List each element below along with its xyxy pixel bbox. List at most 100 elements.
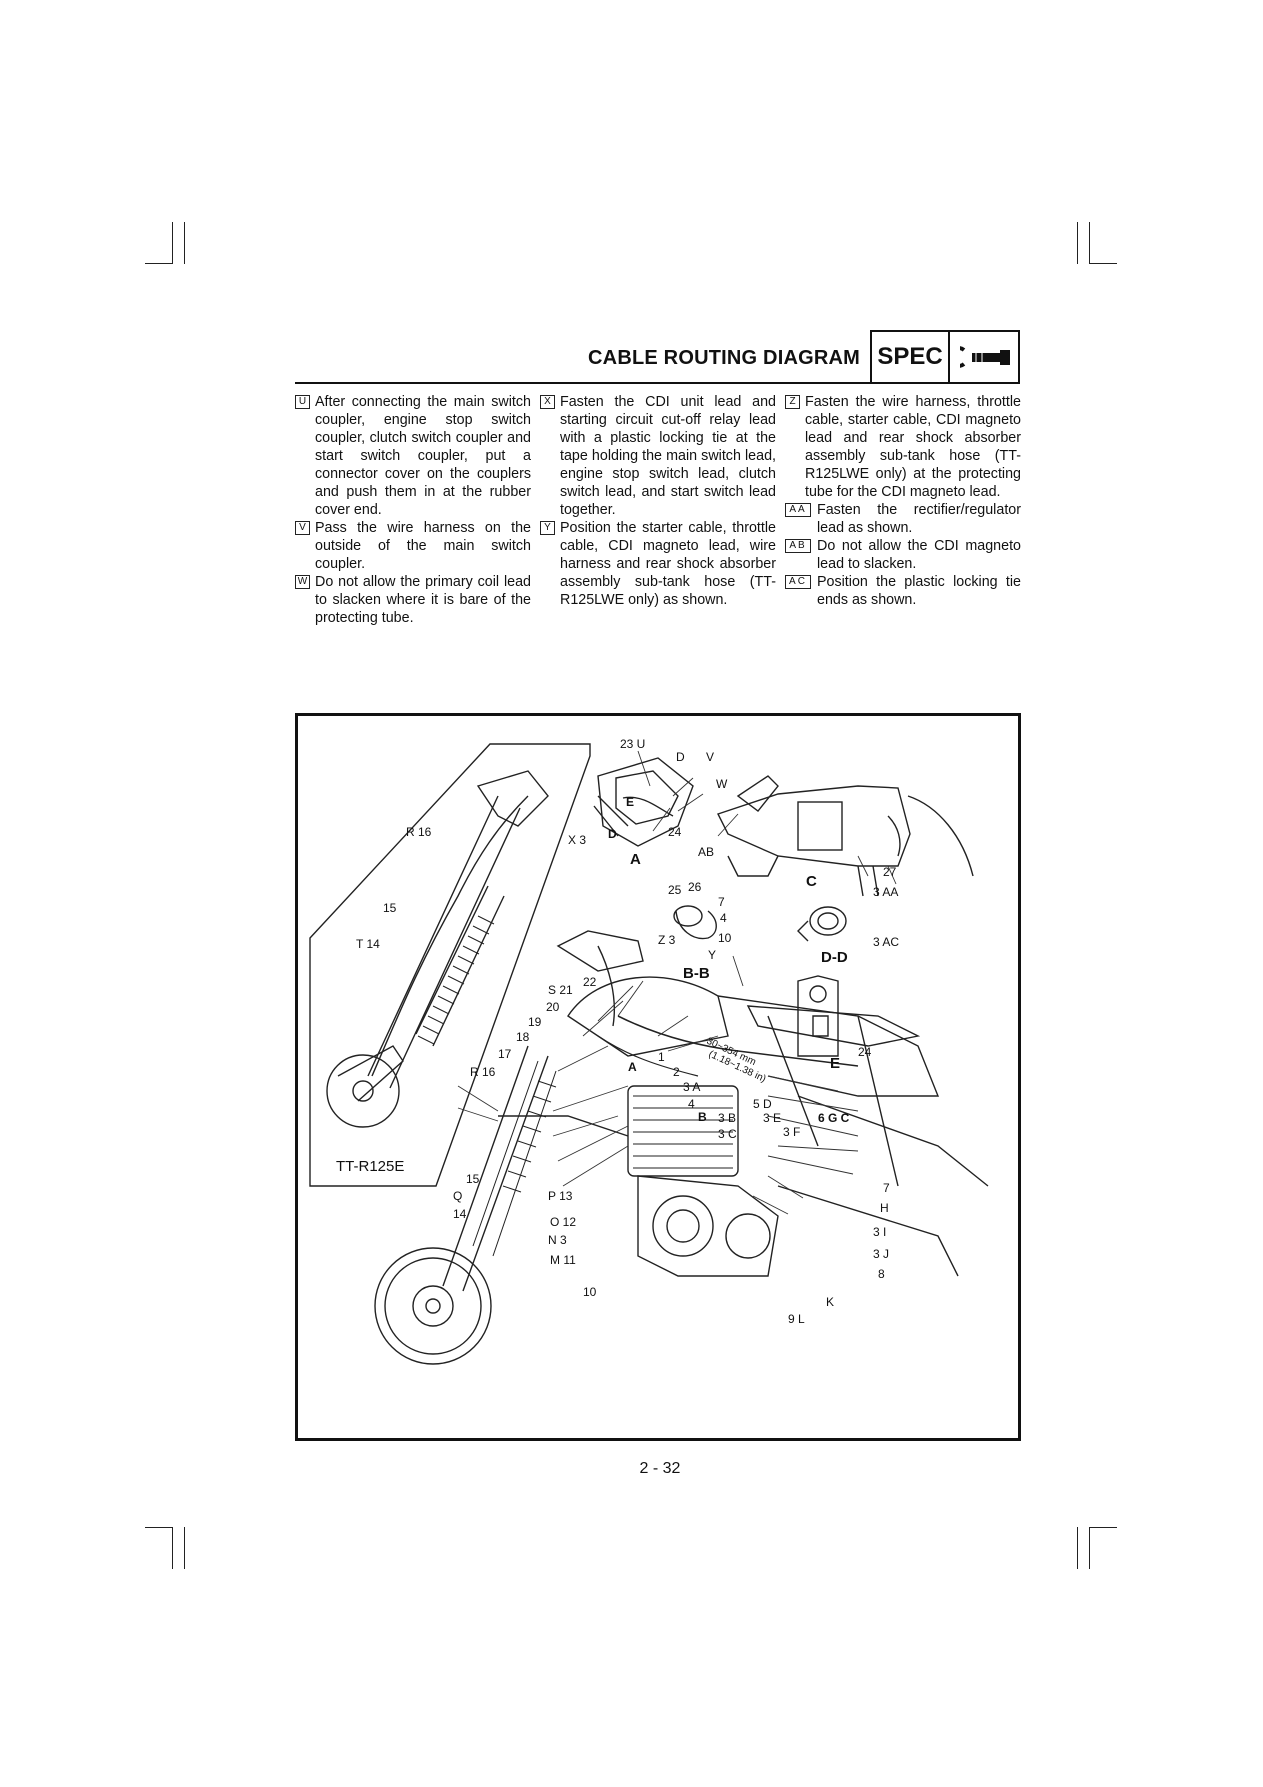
note-key: V <box>295 521 310 535</box>
svg-text:Z 3: Z 3 <box>658 933 676 947</box>
svg-text:6 G C: 6 G C <box>818 1111 850 1125</box>
model-label: TT-R125E <box>336 1158 405 1175</box>
svg-text:AB: AB <box>698 845 714 859</box>
svg-text:7: 7 <box>718 895 725 909</box>
svg-text:4: 4 <box>688 1097 695 1111</box>
crop-mark <box>1090 263 1117 264</box>
svg-text:3 B: 3 B <box>718 1111 736 1125</box>
svg-text:C: C <box>806 873 817 890</box>
svg-text:4: 4 <box>720 911 727 925</box>
svg-text:E: E <box>626 795 634 809</box>
page-title: CABLE ROUTING DIAGRAM <box>588 347 860 369</box>
note-text: Do not allow the primary coil lead to sl… <box>315 574 531 626</box>
crop-mark <box>145 1527 172 1528</box>
motorcycle-line-drawing: 23 U D V W E X 3 D 24 A AB 27 3 AA C 25 … <box>309 737 989 1365</box>
crop-mark <box>184 1527 185 1569</box>
note-item: X Fasten the CDI unit lead and starting c… <box>540 393 776 519</box>
svg-text:Q: Q <box>453 1189 462 1203</box>
header-rule <box>295 382 870 384</box>
notes-column-2: X Fasten the CDI unit lead and starting c… <box>540 393 776 609</box>
svg-text:M 11: M 11 <box>550 1253 576 1267</box>
svg-text:10: 10 <box>718 931 732 945</box>
note-text: Fasten the CDI unit lead and starting ci… <box>560 394 776 518</box>
note-item: V Pass the wire harness on the outside of… <box>295 519 531 573</box>
svg-text:24: 24 <box>858 1045 872 1059</box>
note-key: Z <box>785 395 800 409</box>
svg-text:1: 1 <box>658 1050 665 1064</box>
svg-text:15: 15 <box>383 901 397 915</box>
note-key: AA <box>785 503 811 517</box>
svg-text:15: 15 <box>466 1172 480 1186</box>
svg-text:3 C: 3 C <box>718 1127 737 1141</box>
svg-text:2: 2 <box>673 1065 680 1079</box>
svg-text:3 F: 3 F <box>783 1125 800 1139</box>
note-key: X <box>540 395 555 409</box>
svg-text:7: 7 <box>883 1181 890 1195</box>
note-text: Fasten the rectifier/regulator lead as s… <box>817 502 1021 536</box>
notes-column-3: Z Fasten the wire harness, throttle cable… <box>785 393 1021 609</box>
crop-mark <box>145 263 172 264</box>
note-key: W <box>295 575 310 589</box>
page-number: 2 - 32 <box>639 1460 681 1477</box>
crop-mark <box>1089 222 1090 264</box>
svg-text:27: 27 <box>883 865 897 879</box>
svg-text:N 3: N 3 <box>548 1233 567 1247</box>
spec-badge: SPEC <box>870 330 1020 384</box>
crop-mark <box>1077 1527 1078 1569</box>
svg-text:E: E <box>830 1055 840 1072</box>
cable-routing-figure: 23 U D V W E X 3 D 24 A AB 27 3 AA C 25 … <box>295 713 1021 1441</box>
svg-text:10: 10 <box>583 1285 597 1299</box>
note-text: Position the plastic locking tie ends as… <box>817 574 1021 608</box>
note-text: Pass the wire harness on the outside of … <box>315 520 531 572</box>
svg-text:9 L: 9 L <box>788 1312 805 1326</box>
svg-text:5 D: 5 D <box>753 1097 772 1111</box>
svg-text:20: 20 <box>546 1000 560 1014</box>
note-item: Z Fasten the wire harness, throttle cable… <box>785 393 1021 501</box>
micrometer-icon <box>960 346 1010 368</box>
svg-text:19: 19 <box>528 1015 542 1029</box>
svg-text:25: 25 <box>668 883 682 897</box>
svg-text:X 3: X 3 <box>568 833 586 847</box>
svg-text:18: 18 <box>516 1030 530 1044</box>
svg-text:D: D <box>676 750 685 764</box>
note-key: AC <box>785 575 811 589</box>
svg-text:22: 22 <box>583 975 597 989</box>
svg-text:3 AC: 3 AC <box>873 935 899 949</box>
svg-text:H: H <box>880 1201 889 1215</box>
note-text: Fasten the wire harness, throttle cable,… <box>805 394 1021 500</box>
svg-text:P 13: P 13 <box>548 1189 573 1203</box>
crop-mark <box>172 1527 173 1569</box>
svg-text:17: 17 <box>498 1047 512 1061</box>
svg-text:R 16: R 16 <box>470 1065 496 1079</box>
crop-mark <box>184 222 185 264</box>
svg-text:K: K <box>826 1295 834 1309</box>
note-text: Position the starter cable, throttle cab… <box>560 520 776 608</box>
inset-frame <box>309 743 591 1187</box>
svg-text:3 I: 3 I <box>873 1225 886 1239</box>
svg-text:O 12: O 12 <box>550 1215 576 1229</box>
svg-text:Y: Y <box>708 948 716 962</box>
svg-text:A: A <box>628 1060 637 1074</box>
svg-text:3 A: 3 A <box>683 1080 700 1094</box>
svg-text:S 21: S 21 <box>548 983 573 997</box>
svg-text:B-B: B-B <box>683 965 710 982</box>
svg-text:14: 14 <box>453 1207 467 1221</box>
svg-text:W: W <box>716 777 728 791</box>
note-key: Y <box>540 521 555 535</box>
crop-mark <box>1077 222 1078 264</box>
svg-text:3 AA: 3 AA <box>873 885 898 899</box>
note-key: U <box>295 395 310 409</box>
svg-text:R 16: R 16 <box>406 825 432 839</box>
svg-text:B: B <box>698 1110 707 1124</box>
note-item: AC Position the plastic locking tie ends … <box>785 573 1021 609</box>
note-item: Y Position the starter cable, throttle ca… <box>540 519 776 609</box>
crop-mark <box>1090 1527 1117 1528</box>
svg-text:A: A <box>630 851 641 868</box>
svg-text:D-D: D-D <box>821 949 848 966</box>
spec-label: SPEC <box>872 332 950 382</box>
svg-text:V: V <box>706 750 714 764</box>
svg-text:23 U: 23 U <box>620 737 645 751</box>
